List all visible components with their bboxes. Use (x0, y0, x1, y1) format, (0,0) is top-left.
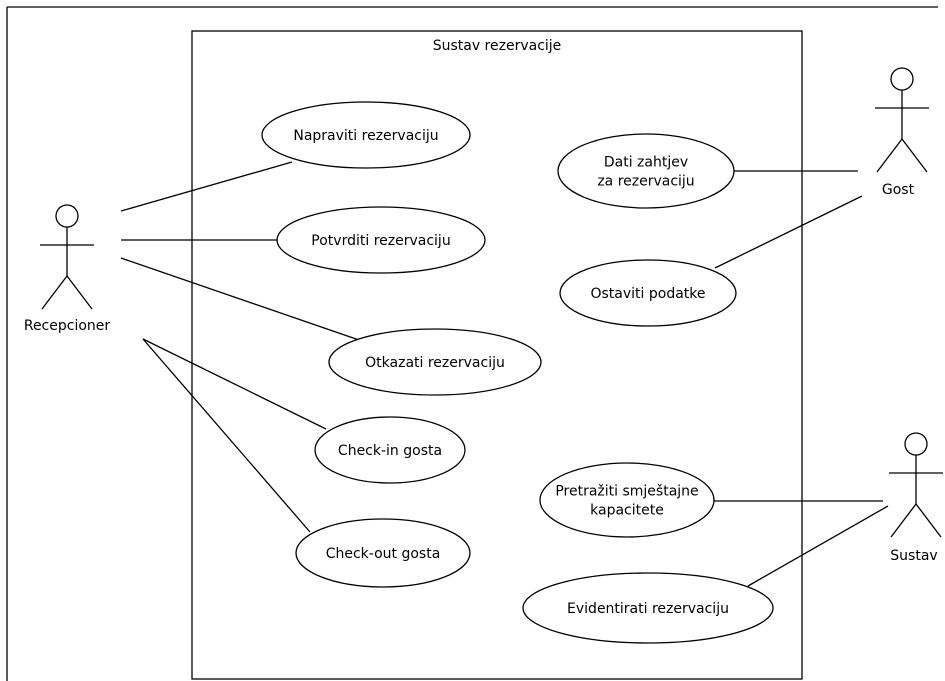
association-recepcioner-checkout (142, 338, 311, 533)
actor-head (55, 204, 79, 228)
use-case-label: Otkazati rezervaciju (365, 355, 505, 371)
use-case-checkin[interactable]: Check-in gosta (314, 416, 466, 484)
actor-head (890, 67, 914, 91)
use-case-ellipse[interactable] (559, 259, 737, 327)
actor-left-leg (41, 275, 68, 310)
association-recepcioner-otkazati (120, 257, 360, 341)
use-case-checkout[interactable]: Check-out gosta (295, 518, 471, 588)
use-case-otkazati[interactable]: Otkazati rezervaciju (328, 328, 542, 396)
use-case-ellipse[interactable] (557, 133, 735, 209)
use-case-evidentirati[interactable]: Evidentirati rezervaciju (522, 572, 774, 644)
use-case-ellipse[interactable] (328, 328, 542, 396)
actor-left-leg (876, 138, 903, 173)
association-recepcioner-napraviti (120, 161, 293, 212)
association-gost-podaci (714, 195, 863, 269)
use-case-ellipse[interactable] (522, 572, 774, 644)
actor-right-leg (66, 275, 93, 310)
use-case-ellipse[interactable] (276, 206, 486, 274)
use-case-label: Check-out gosta (326, 546, 441, 562)
use-case-label: Potvrditi rezervaciju (311, 233, 450, 249)
actor-head (904, 432, 928, 456)
use-case-label: Evidentirati rezervaciju (567, 601, 729, 617)
use-case-ellipse[interactable] (539, 462, 715, 538)
association-recepcioner-checkin (142, 338, 327, 430)
use-case-ellipse[interactable] (295, 518, 471, 588)
use-case-label: za rezervaciju (597, 174, 694, 190)
use-case-podaci[interactable]: Ostaviti podatke (559, 259, 737, 327)
actor-right-leg (915, 503, 942, 538)
use-case-label: Napraviti rezervaciju (293, 128, 438, 144)
use-case-zahtjev[interactable]: Dati zahtjev za rezervaciju (557, 133, 735, 209)
use-case-label: Ostaviti podatke (590, 286, 705, 302)
actor-right-leg (901, 138, 928, 173)
actor-label: Gost (882, 182, 915, 198)
actor-label: Recepcioner (24, 318, 111, 334)
use-case-ellipse[interactable] (261, 101, 471, 169)
system-title: Sustav rezervacije (433, 38, 562, 54)
actor-sustav[interactable]: Sustav (889, 432, 943, 564)
use-case-label: Pretražiti smještajne (555, 484, 698, 500)
use-case-napraviti[interactable]: Napraviti rezervaciju (261, 101, 471, 169)
actor-left-leg (890, 503, 917, 538)
actor-recepcioner[interactable]: Recepcioner (24, 204, 111, 334)
use-case-label: kapacitete (590, 503, 664, 519)
use-case-pretraziti[interactable]: Pretražiti smještajne kapacitete (539, 462, 715, 538)
actor-label: Sustav (890, 548, 937, 564)
associations (120, 161, 889, 587)
use-case-label: Dati zahtjev (604, 155, 688, 171)
use-case-ellipse[interactable] (314, 416, 466, 484)
association-sustav-evidentirati (747, 505, 889, 587)
use-case-label: Check-in gosta (338, 443, 442, 459)
actor-gost[interactable]: Gost (875, 67, 929, 198)
use-case-potvrditi[interactable]: Potvrditi rezervaciju (276, 206, 486, 274)
